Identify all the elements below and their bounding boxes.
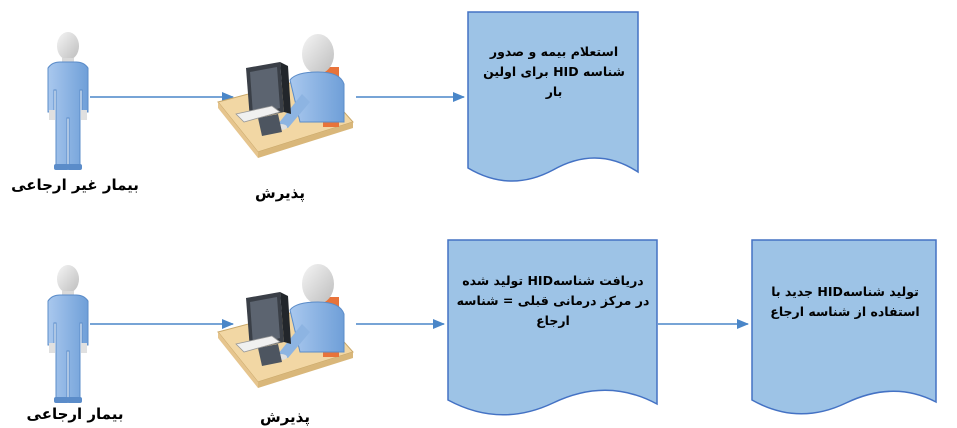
patient-figure-row1: [47, 31, 89, 171]
reception-label-row1: پذیرش: [255, 184, 305, 202]
patient-label-row1: بیمار غیر ارجاعی: [11, 176, 139, 194]
document-shape-insurance-inquiry: [467, 11, 639, 182]
document-text-insurance-inquiry: استعلام بیمه و صدور شناسه HID برای اولین…: [483, 44, 625, 99]
reception-label-row2: پذیرش: [260, 408, 310, 426]
document-text-new-hid: تولید شناسهHID جدید با استفاده از شناسه …: [770, 284, 920, 319]
reception-desk-row2: [217, 263, 354, 389]
document-text-receive-hid: دریافت شناسهHID تولید شده در مرکز درمانی…: [456, 273, 650, 328]
patient-label-row2: بیمار ارجاعی: [26, 405, 124, 423]
document-shape-new-hid: [751, 239, 937, 415]
patient-figure-row2: [47, 264, 89, 404]
reception-desk-row1: [217, 33, 354, 159]
document-shape-receive-hid: [447, 239, 658, 416]
